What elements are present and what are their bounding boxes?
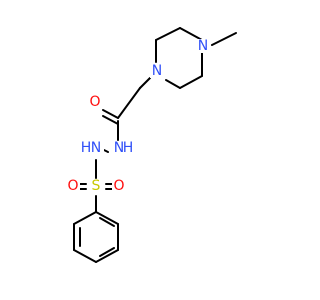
molecule-structure-diagram: N N O N H H N S O O (66, 27, 237, 263)
atom-nitrogen-sulfonyl: N (91, 140, 101, 156)
bond-carbonyl-2 (102, 115, 119, 125)
bond-benzene-3 (73, 249, 97, 263)
bond-benzene-4 (95, 249, 119, 263)
atom-oxygen-carbonyl: O (89, 94, 100, 110)
bond-methyl-n (211, 32, 237, 46)
atom-nitrogen-amide: N (114, 140, 124, 156)
bond-benzene-1 (73, 211, 97, 225)
bond-ring-1 (179, 27, 203, 41)
bond-chain-1 (139, 77, 151, 89)
atom-oxygen-sulfonyl-left: O (67, 178, 78, 194)
atom-hydrogen-amide: H (123, 140, 134, 156)
bond-benzene-inner-3 (99, 217, 115, 227)
atom-labels: N N O N H H N S O O (66, 38, 210, 194)
bond-n-n (103, 149, 109, 153)
bond-ring-6 (165, 79, 181, 89)
bond-benzene-6 (95, 211, 119, 225)
atom-nitrogen-piperazine-bottom: N (152, 63, 162, 79)
atom-oxygen-sulfonyl-right: O (113, 178, 124, 194)
bonds (73, 27, 237, 263)
bond-chain-2 (117, 87, 141, 119)
bond-ring-5 (179, 75, 203, 89)
bond-ring-2 (155, 27, 181, 41)
bond-benzene-inner-2 (99, 247, 115, 257)
atom-nitrogen-piperazine-top: N (198, 38, 208, 54)
atom-sulfur: S (92, 178, 101, 194)
bond-carbonyl-1 (102, 109, 119, 119)
atom-hydrogen-sulfonyl: H (81, 140, 92, 156)
